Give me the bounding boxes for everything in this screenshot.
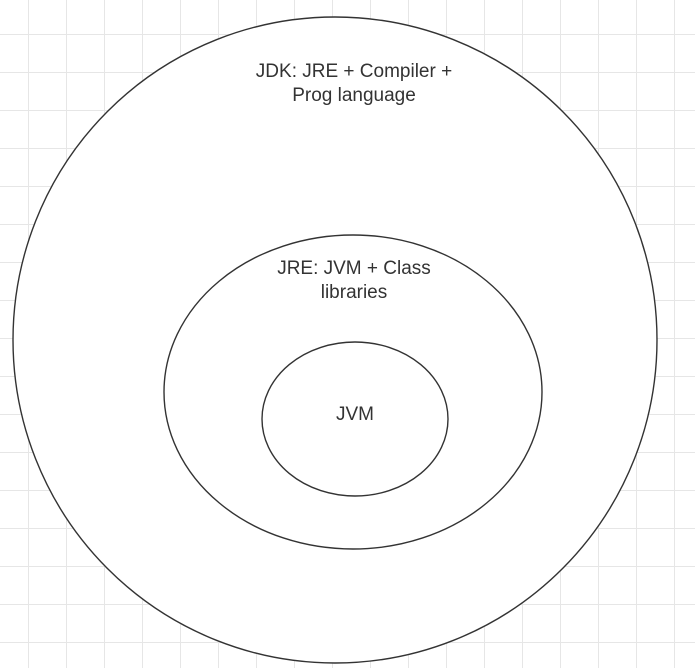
jdk-label-line2: Prog language <box>292 85 416 106</box>
jre-label-line2: libraries <box>320 282 388 303</box>
jre-label-line1: JRE: JVM + Class <box>277 258 431 279</box>
jdk-label-line1: JDK: JRE + Compiler + <box>255 61 453 82</box>
jvm-label: JVM <box>305 403 405 427</box>
jdk-label: JDK: JRE + Compiler + Prog language <box>214 60 494 108</box>
jre-label: JRE: JVM + Class libraries <box>214 257 494 305</box>
jvm-label-line1: JVM <box>336 404 374 425</box>
jvm-ellipse <box>261 341 449 497</box>
